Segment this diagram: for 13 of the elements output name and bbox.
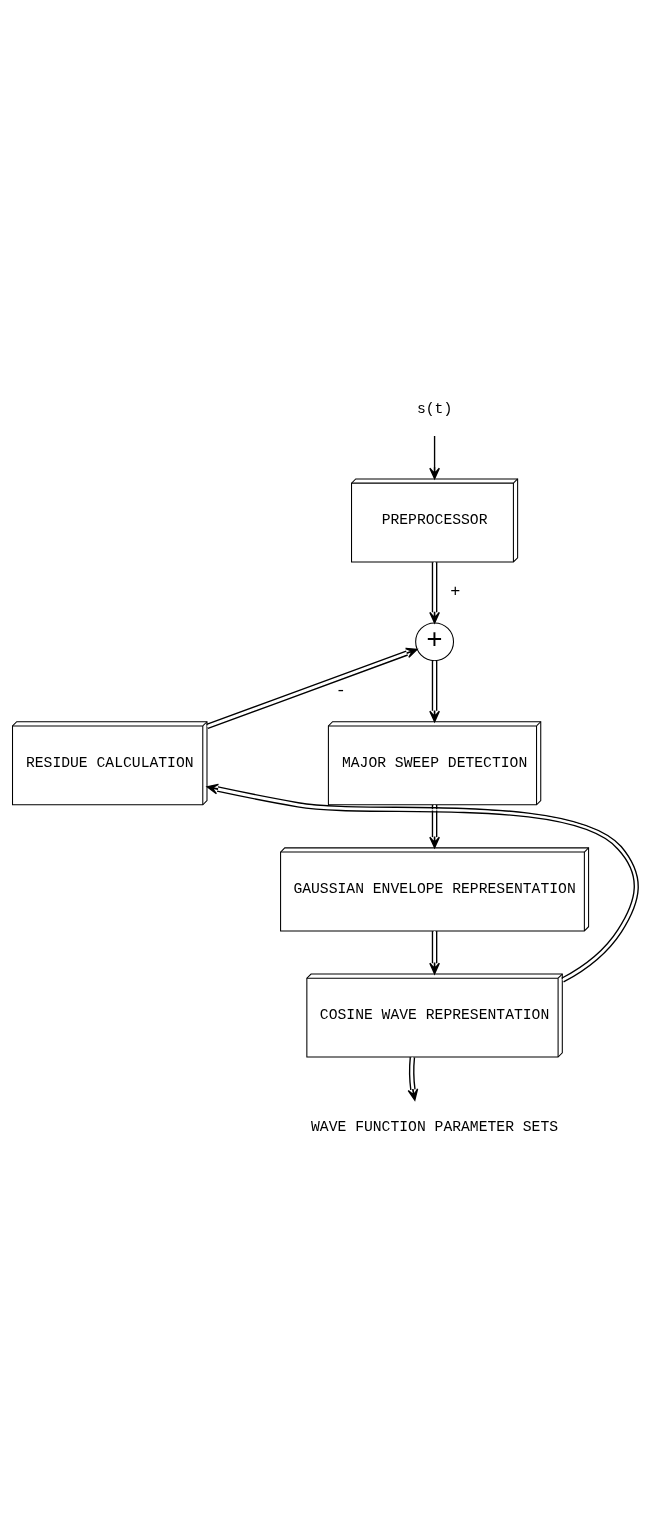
- node-text: WAVE FUNCTION PARAMETER SETS: [311, 1118, 559, 1135]
- arrow: [429, 803, 440, 848]
- arrow: [206, 783, 639, 983]
- node-circle: +: [415, 621, 455, 661]
- arrow: [429, 434, 440, 479]
- edge-label: +: [450, 581, 461, 601]
- arrow: [429, 929, 440, 974]
- arrow: [429, 561, 440, 624]
- arrow: [205, 647, 418, 729]
- arrow: [429, 659, 440, 722]
- node-text: s(t): [416, 400, 453, 417]
- edge-label: -: [335, 680, 346, 700]
- arrow: [407, 1055, 419, 1101]
